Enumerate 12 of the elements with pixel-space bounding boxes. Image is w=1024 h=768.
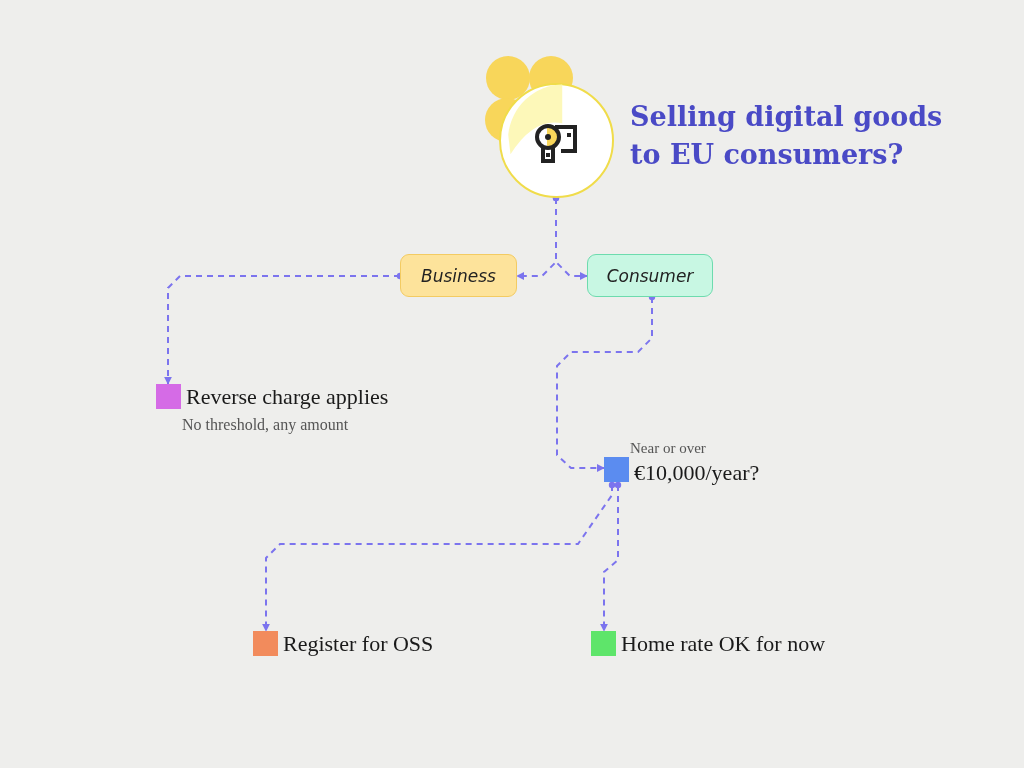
- dashed-arrow: [600, 481, 622, 632]
- outcome-label: Register for OSS: [283, 631, 434, 657]
- question-label: €10,000/year?: [634, 460, 760, 486]
- outcome-label: Reverse charge applies: [186, 384, 389, 410]
- title: Selling digital goods to EU consumers?: [630, 100, 944, 172]
- icon-circle: [499, 83, 614, 198]
- dashed-arrow: [262, 481, 616, 632]
- category-box: Consumer: [587, 254, 713, 297]
- question-note: Near or over: [630, 440, 706, 457]
- outcome-note: No threshold, any amount: [182, 416, 349, 434]
- outcome-label: Home rate OK for now: [621, 631, 826, 657]
- category-box: Business: [400, 254, 517, 297]
